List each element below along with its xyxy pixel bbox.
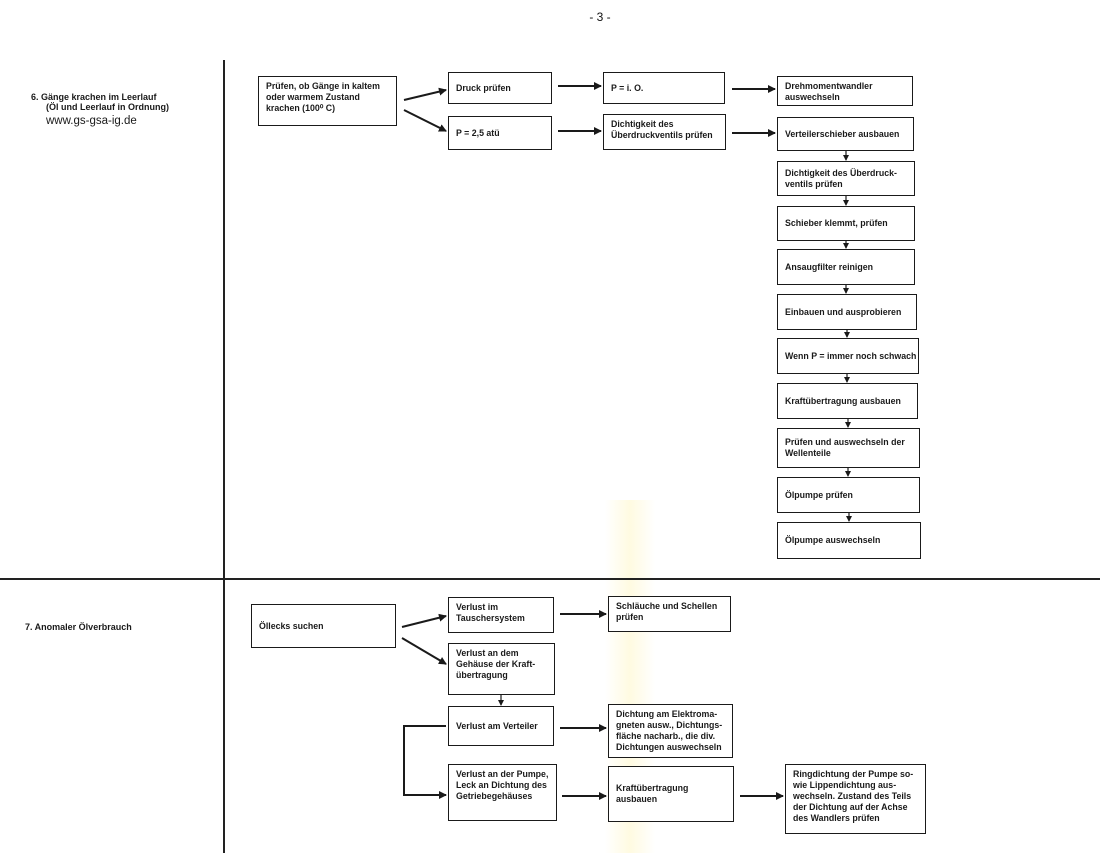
box-loss-pump: Verlust an der Pumpe, Leck an Dichtung d…: [448, 764, 557, 821]
box-chain-step: Einbauen und ausprobieren: [777, 294, 917, 330]
section-7-title: 7. Anomaler Ölverbrauch: [25, 622, 132, 632]
page-number: - 3 -: [589, 10, 611, 24]
arrow: [403, 109, 447, 132]
source-url: www.gs-gsa-ig.de: [46, 115, 137, 127]
box-check-hoses: Schläuche und Schellen prüfen: [608, 596, 731, 632]
box-replace-torque-converter: Drehmomentwandler auswechseln: [777, 76, 913, 106]
box-remove-distributor-slide: Verteilerschieber ausbauen: [777, 117, 914, 151]
box-find-oil-leaks: Öllecks suchen: [251, 604, 396, 648]
section-divider: [0, 578, 1100, 580]
box-chain-step: Prüfen und auswechseln der Wellenteile: [777, 428, 920, 468]
box-pressure-value: P = 2,5 atü: [448, 116, 552, 150]
column-divider: [223, 60, 225, 853]
arrow: [401, 613, 447, 628]
box-chain-step: Ölpumpe prüfen: [777, 477, 920, 513]
box-replace-seals: Dichtung am Elektroma-gneten ausw., Dich…: [608, 704, 733, 758]
box-chain-step: Wenn P = immer noch schwach: [777, 338, 919, 374]
box-remove-transmission: Kraftübertragung ausbauen: [608, 766, 734, 822]
box-chain-step: Ölpumpe auswechseln: [777, 522, 921, 559]
arrow: [401, 637, 447, 665]
box-chain-step: Dichtigkeit des Überdruck-ventils prüfen: [777, 161, 915, 196]
box-chain-step: Schieber klemmt, prüfen: [777, 206, 915, 241]
box-check-relief-valve: Dichtigkeit des Überdruckventils prüfen: [603, 114, 726, 150]
box-check-pressure: Druck prüfen: [448, 72, 552, 104]
box-check-gear-noise: Prüfen, ob Gänge in kaltem oder warmem Z…: [258, 76, 397, 126]
arrow: [403, 87, 447, 101]
arrow: [403, 725, 447, 799]
box-loss-distributor: Verlust am Verteiler: [448, 706, 554, 746]
box-replace-ring-seal: Ringdichtung der Pumpe so-wie Lippendich…: [785, 764, 926, 834]
section-6-title: 6. Gänge krachen im Leerlauf: [31, 92, 157, 102]
box-chain-step: Ansaugfilter reinigen: [777, 249, 915, 285]
box-chain-step: Kraftübertragung ausbauen: [777, 383, 918, 419]
box-pressure-ok: P = i. O.: [603, 72, 725, 104]
box-loss-exchanger: Verlust im Tauschersystem: [448, 597, 554, 633]
section-6-subtitle: (Öl und Leerlauf in Ordnung): [46, 102, 169, 112]
box-loss-housing: Verlust an dem Gehäuse der Kraft-übertra…: [448, 643, 555, 695]
